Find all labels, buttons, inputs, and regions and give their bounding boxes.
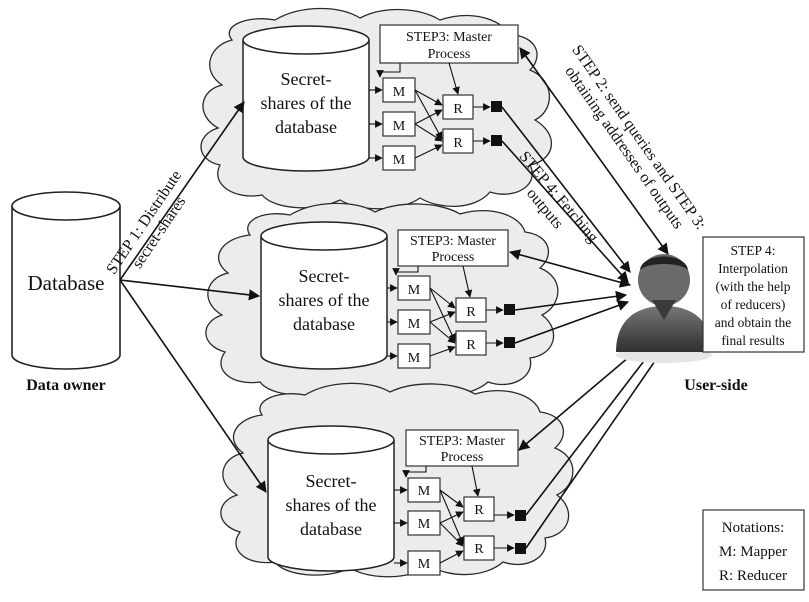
output-2a — [504, 304, 515, 315]
notations-reducer: R: Reducer — [719, 568, 787, 584]
mapper-3a: M — [407, 510, 441, 536]
svg-text:M: M — [408, 317, 421, 332]
reducer-2a: R — [455, 297, 487, 323]
master-1-line-2: Process — [428, 47, 471, 62]
step4-line-5: and obtain the — [715, 315, 791, 330]
mapper-2c: M — [397, 343, 431, 369]
database-cylinder — [11, 191, 121, 370]
fetch-arrow-2b — [514, 300, 630, 344]
master-3-line-2: Process — [441, 450, 484, 465]
master-process-2: STEP3: Master Process — [397, 229, 509, 267]
step4-line-2: Interpolation — [718, 261, 788, 276]
distribute-arrow-3 — [119, 279, 267, 493]
master-process-3: STEP3: Master Process — [405, 429, 519, 467]
reducer-1b: R — [442, 128, 474, 154]
svg-text:R: R — [474, 542, 484, 557]
query-arrow-2 — [508, 249, 632, 288]
notations-title: Notations: — [722, 520, 785, 536]
svg-text:M: M — [418, 517, 431, 532]
user-side-caption: User-side — [684, 377, 747, 394]
svg-text:M: M — [418, 484, 431, 499]
mapper-2a: M — [397, 275, 431, 301]
db-1-line-1: Secret- — [281, 69, 332, 89]
svg-text:M: M — [393, 85, 406, 100]
master-2-line-1: STEP3: Master — [410, 234, 496, 249]
notations-mapper: M: Mapper — [719, 544, 787, 560]
secret-shares-db-1: Secret- shares of the database — [242, 25, 370, 172]
svg-text:M: M — [408, 283, 421, 298]
notations-box: Notations: M: Mapper R: Reducer — [702, 509, 805, 591]
step4-line-4: of reducers) — [721, 297, 786, 312]
svg-text:R: R — [453, 136, 463, 151]
cluster-2: Secret- shares of the database STEP3: Ma… — [260, 221, 515, 370]
step4-line-3: (with the help — [716, 279, 791, 294]
distribute-arrow-1 — [119, 101, 245, 281]
svg-text:R: R — [453, 102, 463, 117]
output-1a — [491, 101, 502, 112]
query-arrow-1 — [519, 47, 669, 255]
fetch-arrow-2a — [514, 290, 628, 311]
user-icon — [616, 254, 712, 363]
output-1b — [491, 135, 502, 146]
master-2-line-2: Process — [432, 250, 475, 265]
mapper-3c: M — [407, 550, 441, 576]
data-owner-caption: Data owner — [26, 377, 106, 394]
secret-shares-db-3: Secret- shares of the database — [267, 425, 395, 572]
db-2-line-3: database — [293, 314, 355, 334]
cluster-1: Secret- shares of the database STEP3: Ma… — [242, 24, 519, 172]
reducer-2b: R — [455, 330, 487, 356]
mapper-1a: M — [382, 77, 416, 103]
db-3-line-2: shares of the — [286, 495, 377, 515]
master-process-1: STEP3: Master Process — [379, 24, 519, 64]
step4-line-1: STEP 4: — [731, 243, 776, 258]
fetch-arrow-3a — [525, 339, 661, 516]
svg-text:R: R — [466, 338, 476, 353]
svg-text:M: M — [408, 351, 421, 366]
svg-text:R: R — [466, 305, 476, 320]
svg-text:STEP 2: send queries and STEP: STEP 2: send queries and STEP 3: — [568, 42, 709, 233]
output-3b — [515, 543, 526, 554]
reducer-3b: R — [463, 535, 495, 561]
fetch-arrow-1b — [501, 140, 629, 283]
master-1-line-1: STEP3: Master — [406, 30, 492, 45]
output-3a — [515, 510, 526, 521]
db-3-line-3: database — [300, 519, 362, 539]
secret-shares-db-2: Secret- shares of the database — [260, 221, 388, 370]
svg-text:R: R — [474, 503, 484, 518]
step4-line-6: final results — [721, 333, 784, 348]
cluster-3: Secret- shares of the database STEP3: Ma… — [267, 425, 526, 576]
mapper-3d: M — [407, 477, 441, 503]
mapper-1c: M — [382, 145, 416, 171]
db-2-line-2: shares of the — [279, 290, 370, 310]
reducer-3a: R — [463, 496, 495, 522]
fetch-arrow-3b — [525, 344, 667, 549]
output-2b — [504, 337, 515, 348]
db-1-line-2: shares of the — [261, 93, 352, 113]
reducer-1a: R — [442, 94, 474, 120]
db-3-line-1: Secret- — [306, 471, 357, 491]
db-2-line-1: Secret- — [299, 266, 350, 286]
step4-interpolation-box: STEP 4: Interpolation (with the help of … — [702, 236, 805, 353]
master-3-line-1: STEP3: Master — [419, 434, 505, 449]
db-1-line-3: database — [275, 117, 337, 137]
mapper-2b: M — [397, 309, 431, 335]
database-label: Database — [28, 271, 105, 295]
svg-text:M: M — [393, 119, 406, 134]
mapper-1b: M — [382, 111, 416, 137]
distribute-arrow-2 — [119, 279, 261, 301]
fetch-arrow-1a — [501, 106, 631, 273]
svg-text:M: M — [418, 557, 431, 572]
svg-text:M: M — [393, 153, 406, 168]
